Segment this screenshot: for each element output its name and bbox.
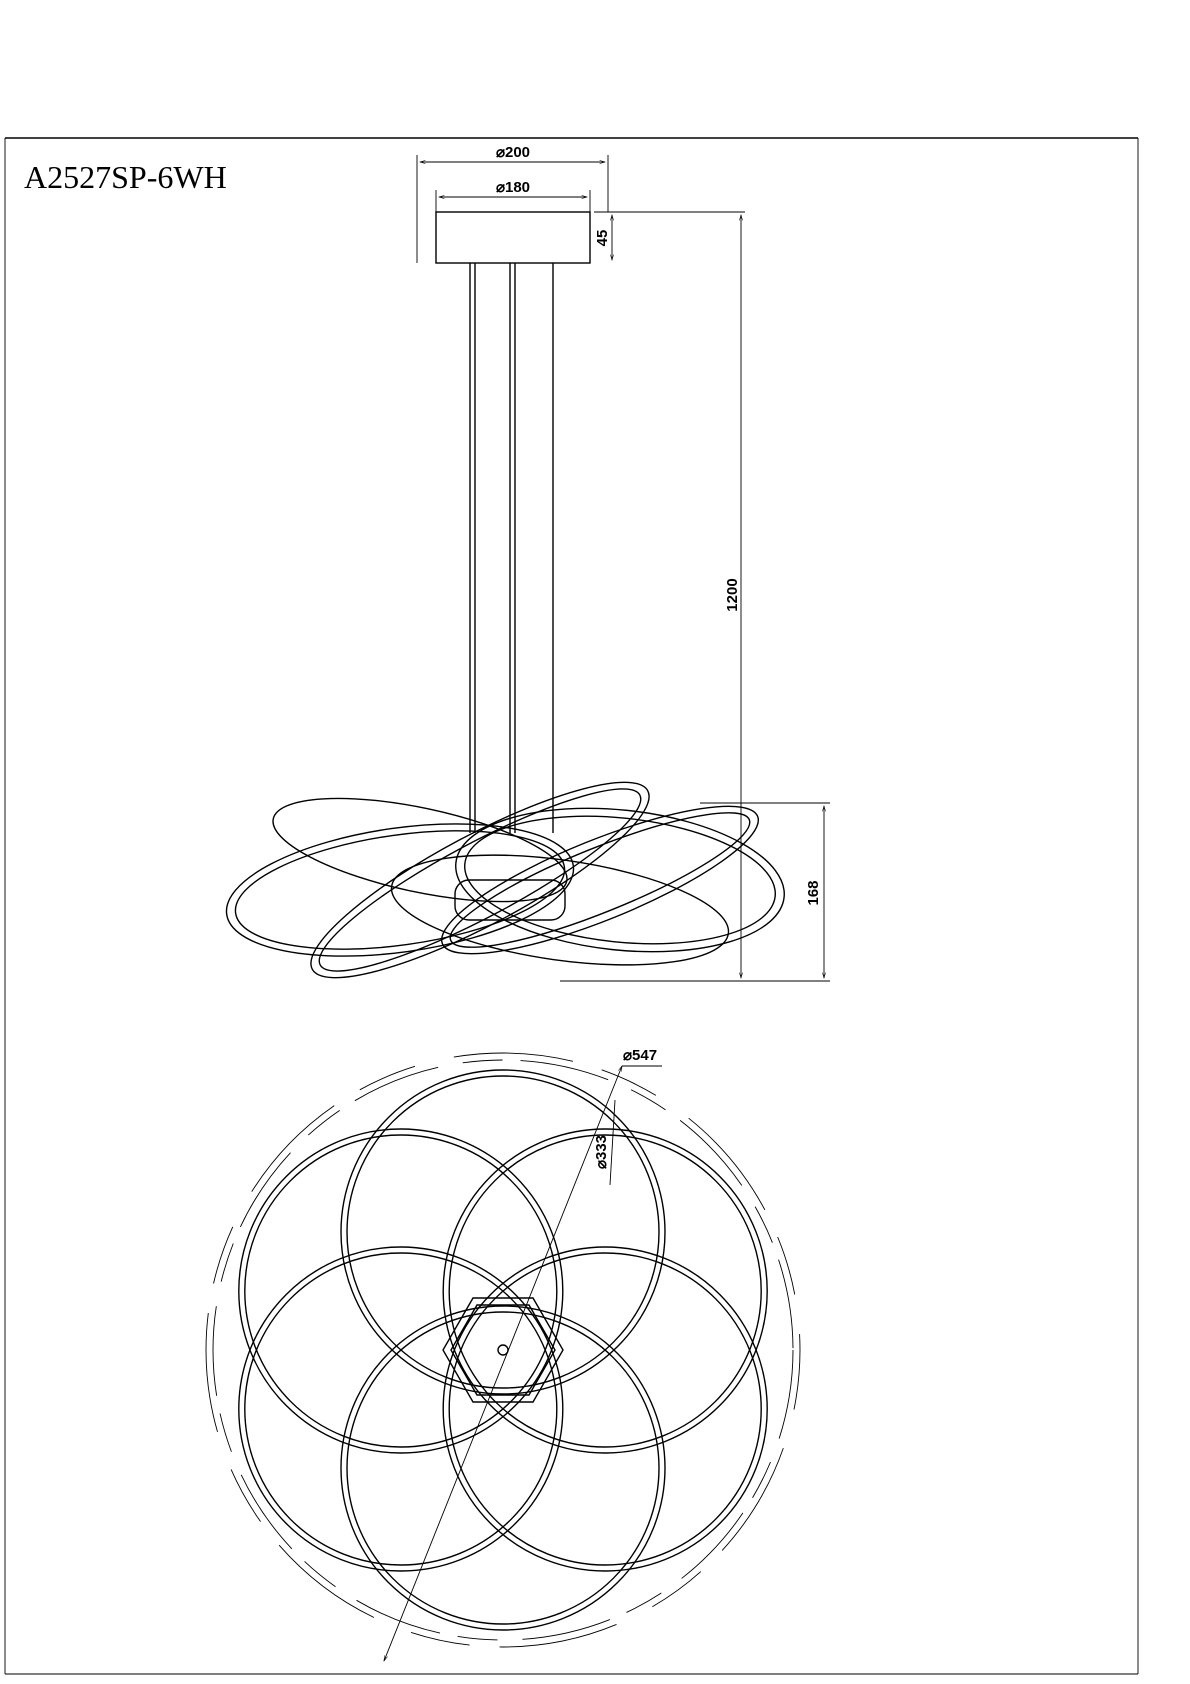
dim-canopy-height: 45 <box>594 230 611 247</box>
center-hub <box>454 879 566 921</box>
drawing-frame <box>4 137 1139 1675</box>
canopy <box>416 155 745 264</box>
top-view <box>205 1052 801 1648</box>
dim-outer-diameter: ⌀547 <box>623 1047 657 1064</box>
dim-line-547 <box>383 1065 623 1662</box>
ring-outline <box>442 1246 768 1572</box>
ring-outline <box>238 1246 564 1572</box>
dim-ring-diameter: ⌀333 <box>593 1135 610 1169</box>
ring-outline <box>448 1252 762 1566</box>
suspension-rods <box>469 263 554 833</box>
model-title: A2527SP-6WH <box>24 159 227 195</box>
ring-outline <box>448 1134 762 1448</box>
side-view-rings <box>225 781 785 979</box>
ring-outline <box>244 1252 558 1566</box>
ring-outline <box>346 1311 660 1625</box>
ring-outline <box>244 1134 558 1448</box>
ring-outline <box>442 1128 768 1454</box>
dim-canopy-inner: ⌀180 <box>496 179 530 196</box>
ring-outline <box>238 1128 564 1454</box>
ring-outline <box>346 1075 660 1389</box>
dim-body-height: 168 <box>805 880 822 905</box>
dim-canopy-outer: ⌀200 <box>496 144 530 161</box>
dim-suspension-length: 1200 <box>724 578 741 611</box>
